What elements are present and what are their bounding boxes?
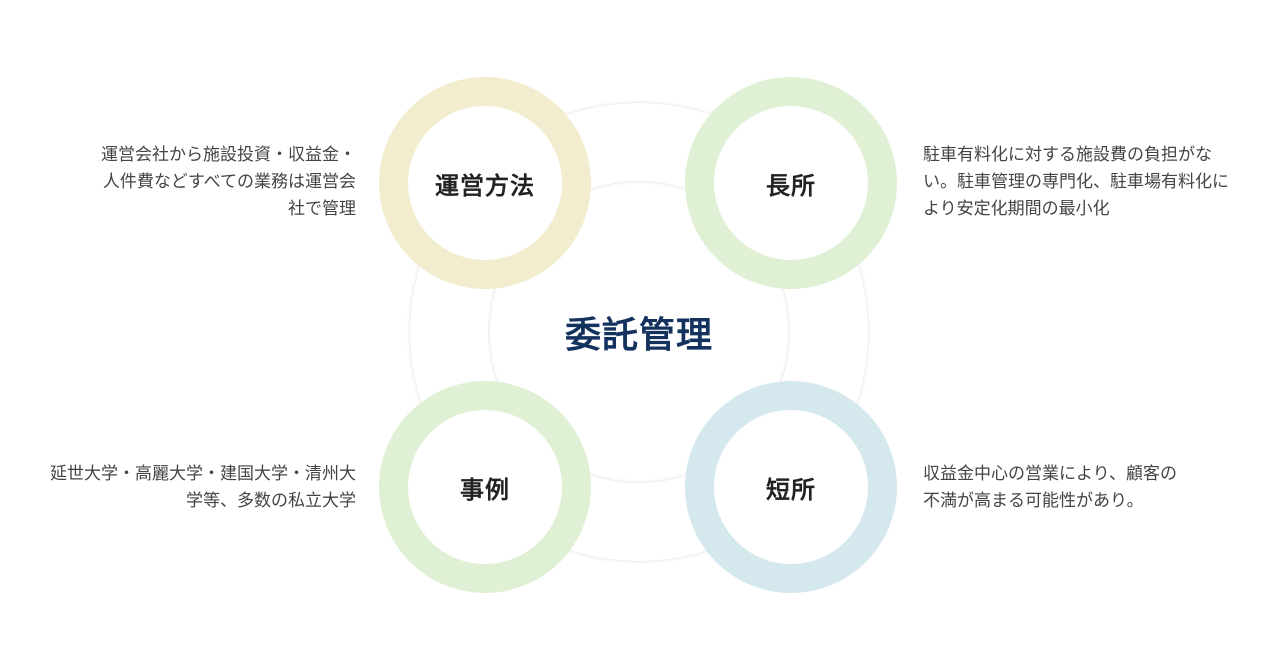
node-examples: 事例 [379,381,591,593]
node-operation-method-label: 運営方法 [435,171,535,200]
operation-method-description: 運営会社から施設投資・収益金・ 人件費などすべての業務は運営会 社で管理 [40,142,356,223]
description-line: い。駐車管理の専門化、駐車場有料化に [923,172,1229,192]
description-line: 学等、多数の私立大学 [186,491,356,511]
advantages-description: 駐車有料化に対する施設費の負担がな い。駐車管理の専門化、駐車場有料化に より安… [923,142,1253,223]
node-advantages: 長所 [685,77,897,289]
description-line: 社で管理 [288,199,356,219]
description-line: より安定化期間の最小化 [923,199,1110,219]
node-operation-method: 運営方法 [379,77,591,289]
node-disadvantages: 短所 [685,381,897,593]
node-advantages-label: 長所 [766,171,816,200]
description-line: 人件費などすべての業務は運営会 [102,172,356,192]
node-examples-label: 事例 [460,475,510,504]
examples-description: 延世大学・高麗大学・建国大学・清州大 学等、多数の私立大学 [40,461,356,515]
center-title: 委託管理 [564,315,713,356]
description-line: 収益金中心の営業により、顧客の [923,464,1177,484]
disadvantages-description: 収益金中心の営業により、顧客の 不満が高まる可能性があり。 [923,461,1253,515]
description-line: 駐車有料化に対する施設費の負担がな [923,145,1212,165]
description-line: 不満が高まる可能性があり。 [923,491,1144,511]
node-disadvantages-label: 短所 [766,475,816,504]
description-line: 運営会社から施設投資・収益金・ [101,145,356,165]
description-line: 延世大学・高麗大学・建国大学・清州大 [50,464,356,484]
